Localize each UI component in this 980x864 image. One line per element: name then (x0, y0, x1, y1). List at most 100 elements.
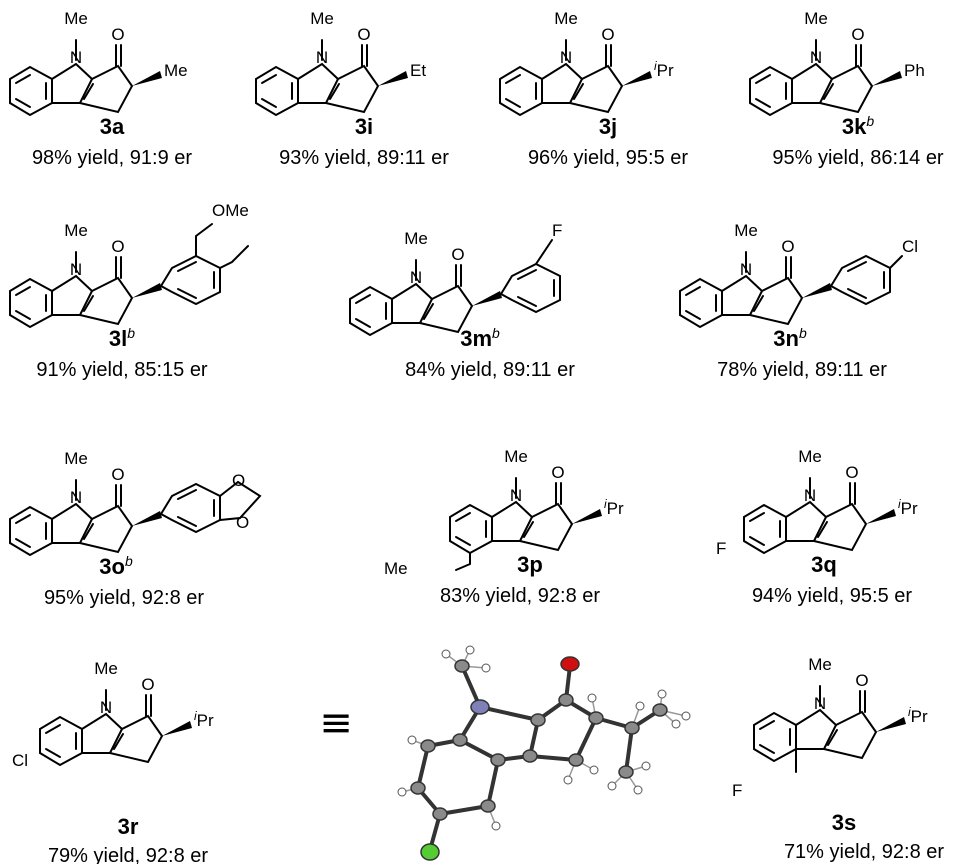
carbonyl-oxygen-label: O (111, 237, 124, 256)
carbonyl-oxygen-label: O (601, 25, 614, 44)
carbonyl-oxygen-label: O (851, 25, 864, 44)
carbonyl-oxygen-label: O (357, 25, 370, 44)
compound-3a: N Me O Me 3a 98% yield, 91:9 er (9, 9, 192, 169)
n-methyl-label: Me (504, 447, 528, 466)
ring-substituent-label: Cl (12, 751, 28, 770)
nitrogen-atom (470, 699, 490, 715)
crystal-structure (397, 645, 691, 861)
ring-substituent-label: F (716, 539, 726, 558)
compound-label: 3p (517, 552, 543, 577)
nitrogen-atom-label: N (814, 694, 826, 713)
carbonyl-oxygen-label: O (141, 675, 154, 694)
substituent-label: iPr (654, 59, 674, 80)
compound-3n: N Me O Cl 3nb 78% yield, 89:11 er (679, 221, 918, 381)
substituent-label: Me (164, 61, 188, 80)
compound-result: 83% yield, 92:8 er (440, 585, 600, 607)
compound-3i: N Me O Et 3i 93% yield, 89:11 er (255, 9, 449, 169)
compound-result: 78% yield, 89:11 er (717, 359, 887, 381)
crystal-atoms (397, 645, 691, 861)
substituent-label: F (552, 221, 562, 240)
compound-result: 94% yield, 95:5 er (752, 585, 912, 607)
compound-label: 3mb (460, 325, 500, 351)
n-methyl-label: Me (734, 221, 758, 240)
compound-3r: N Me O iPr Cl 3r 79% yield, 92:8 er (12, 659, 214, 864)
nitrogen-atom-label: N (804, 486, 816, 505)
nitrogen-atom-label: N (70, 48, 82, 67)
n-methyl-label: Me (798, 447, 822, 466)
compound-result: 98% yield, 91:9 er (32, 147, 192, 169)
compound-label: 3s (832, 810, 856, 835)
n-methyl-label: Me (64, 9, 88, 28)
carbonyl-oxygen-label: O (451, 245, 464, 264)
hydrogen-atoms (397, 645, 691, 831)
nitrogen-atom-label: N (510, 486, 522, 505)
n-methyl-label: Me (808, 655, 832, 674)
carbon-atoms (410, 659, 668, 821)
substituent-label: Et (410, 61, 426, 80)
oxygen-atom (560, 656, 580, 672)
nitrogen-atom-label: N (100, 698, 112, 717)
n-methyl-label: Me (310, 9, 334, 28)
carbonyl-oxygen-label: O (551, 463, 564, 482)
nitrogen-atom-label: N (70, 488, 82, 507)
substituent-label: iPr (604, 497, 624, 518)
nitrogen-atom-label: N (560, 48, 572, 67)
substituent-label: OMe (212, 201, 249, 220)
compound-label: 3q (811, 552, 837, 577)
carbonyl-oxygen-label: O (855, 671, 868, 690)
nitrogen-atom-label: N (316, 48, 328, 67)
compound-result: 93% yield, 89:11 er (279, 147, 449, 169)
compound-label: 3ob (99, 553, 133, 579)
n-methyl-label: Me (554, 9, 578, 28)
carbonyl-oxygen-label: O (781, 237, 794, 256)
compound-3k: N Me O Ph 3kb 95% yield, 86:14 er (749, 9, 944, 169)
compound-3l: N Me O OMe 3lb 91% yield, 85:15 er (9, 201, 249, 381)
compound-result: 71% yield, 92:8 er (784, 841, 944, 863)
equivalence-symbol: ≡ (319, 700, 353, 746)
substituent-label: iPr (194, 709, 214, 730)
chlorine-atom (420, 843, 440, 861)
n-methyl-label: Me (94, 659, 118, 678)
n-methyl-label: Me (64, 449, 88, 468)
compound-label: 3j (599, 114, 617, 139)
compound-3j: N Me O iPr 3j 96% yield, 95:5 er (499, 9, 688, 169)
substituent-label: iPr (908, 705, 928, 726)
n-methyl-label: Me (404, 229, 428, 248)
dioxole-oxygen-label: O (232, 471, 245, 490)
compound-3m: N Me O F 3mb 84% yield, 89:11 er (349, 221, 575, 381)
ring-substituent-label: Me (384, 559, 408, 578)
carbonyl-oxygen-label: O (111, 465, 124, 484)
compound-label: 3a (100, 114, 125, 139)
n-methyl-label: Me (804, 9, 828, 28)
substituent-label: Ph (904, 61, 925, 80)
compound-3p: N Me O iPr Me 3p 83% yield, 92:8 er (384, 447, 624, 607)
nitrogen-atom-label: N (740, 260, 752, 279)
crystal-h-bonds (401, 649, 687, 827)
nitrogen-atom-label: N (70, 260, 82, 279)
compound-3o: N Me O O O 3ob 95% yield, 92:8 er (9, 449, 262, 609)
compound-result: 91% yield, 85:15 er (36, 359, 208, 381)
compound-3s: N Me O iPr F 3s 71% yield, 92:8 er (732, 655, 944, 863)
compound-result: 95% yield, 86:14 er (772, 147, 944, 169)
nitrogen-atom-label: N (810, 48, 822, 67)
compound-result: 95% yield, 92:8 er (44, 587, 204, 609)
ring-substituent-label: F (732, 781, 742, 800)
n-methyl-label: Me (64, 221, 88, 240)
carbonyl-oxygen-label: O (845, 463, 858, 482)
compound-result: 84% yield, 89:11 er (405, 359, 575, 381)
compound-label: 3nb (773, 325, 807, 351)
crystal-bonds (416, 664, 662, 852)
compound-label: 3i (355, 114, 373, 139)
dioxole-oxygen-label: O (236, 513, 249, 532)
compound-label: 3kb (842, 113, 874, 139)
compound-result: 79% yield, 92:8 er (48, 845, 208, 864)
substituent-label: Cl (902, 237, 918, 256)
compound-result: 96% yield, 95:5 er (528, 147, 688, 169)
carbonyl-oxygen-label: O (111, 25, 124, 44)
compound-label: 3lb (109, 325, 135, 351)
compound-3q: N Me O iPr F 3q 94% yield, 95:5 er (716, 447, 918, 607)
nitrogen-atom-label: N (410, 268, 422, 287)
substituent-label: iPr (898, 497, 918, 518)
compound-label: 3r (118, 814, 139, 839)
